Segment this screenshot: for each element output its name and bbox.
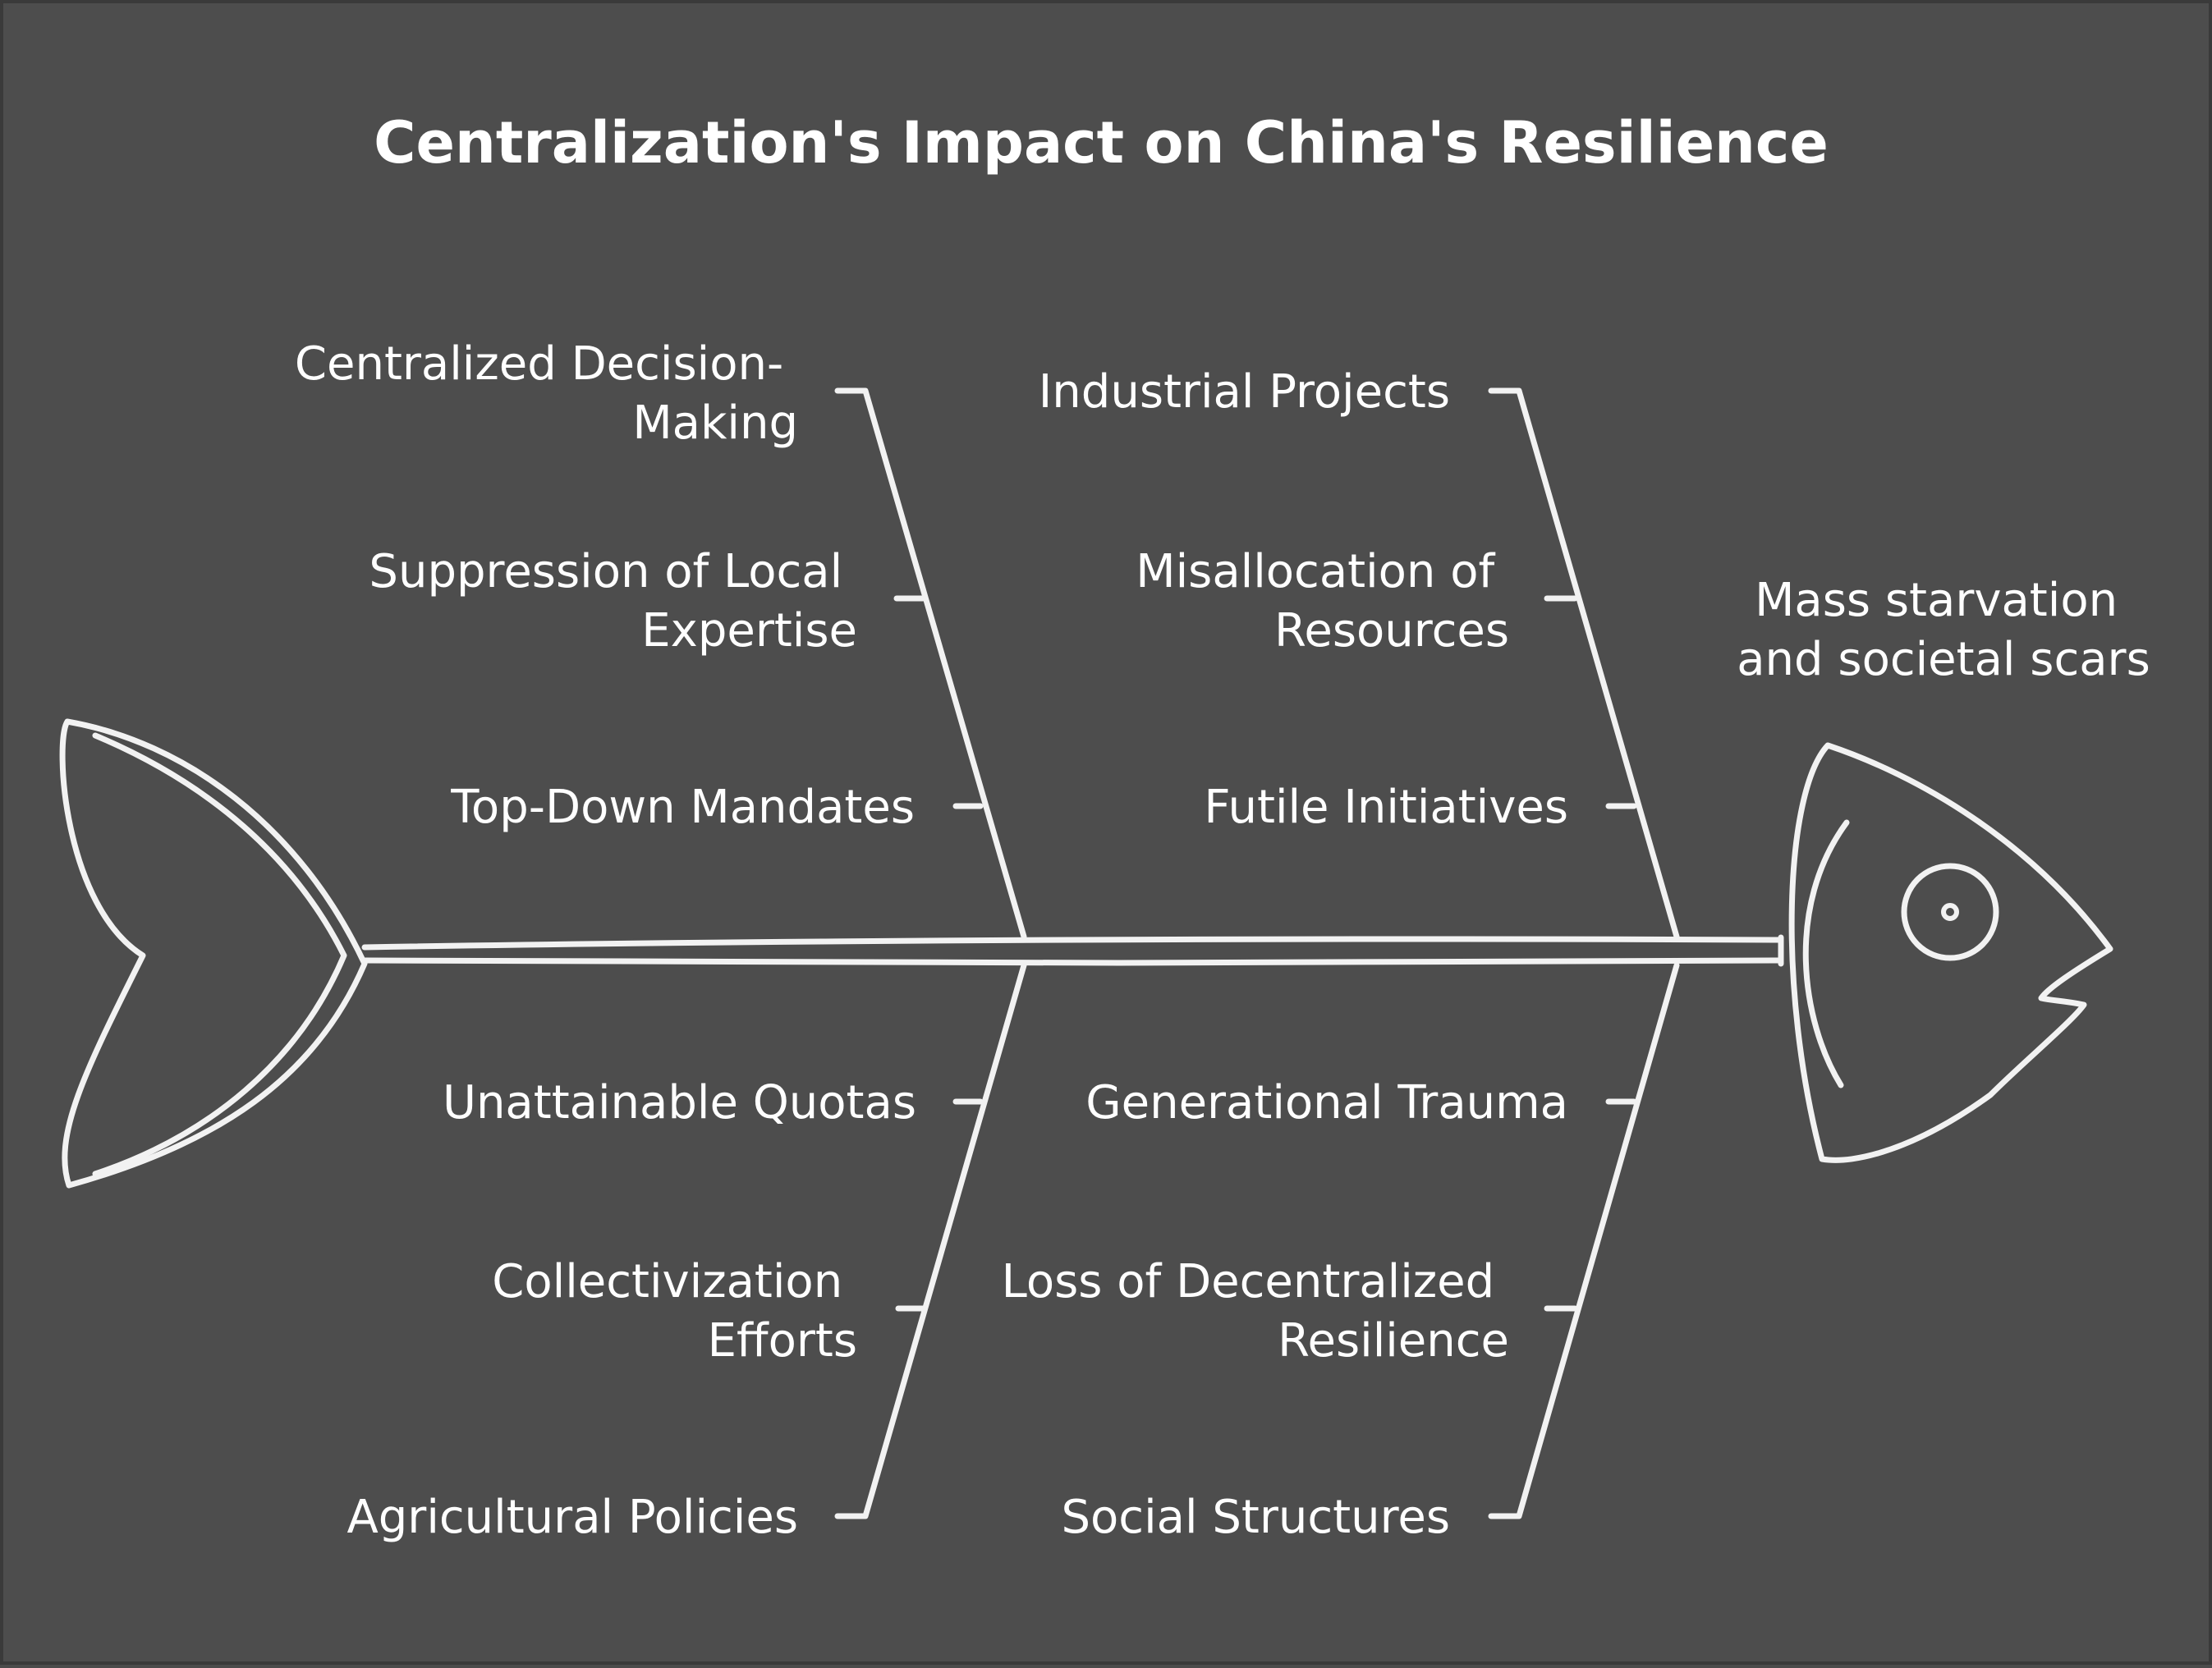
bone-lower-right [1488,962,1680,1519]
cause-label-decentralized: Loss of Decentralized Resilience [1002,1255,1509,1368]
fish-head-icon [1788,742,2113,1163]
fish-spine [361,934,1784,967]
effect-label: Mass starvation and societal scars [1737,574,2150,686]
cause-label-top-down: Top-Down Mandates [450,781,915,834]
cause-label-trauma: Generational Trauma [1085,1076,1568,1130]
cause-label-futile: Futile Initiatives [1204,781,1568,834]
cause-label-quotas: Unattainable Quotas [443,1076,916,1130]
bone-upper-left [834,387,1027,940]
bone-lower-left [834,962,1027,1519]
category-label-upper-right: Industrial Projects [1039,365,1450,419]
diagram-title: Centralization's Impact on China's Resil… [374,109,1829,176]
cause-label-suppression: Suppression of Local Expertise [369,545,857,658]
category-label-lower-right: Social Structures [1061,1491,1450,1544]
category-label-lower-left: Agricultural Policies [346,1491,798,1544]
fishbone-diagram: Centralization's Impact on China's Resil… [59,109,2150,1544]
fish-tail-icon [59,718,368,1189]
fish-eye-icon [1901,863,1999,961]
cause-label-misallocation: Misallocation of Resources [1136,545,1509,658]
bone-upper-right [1488,387,1680,940]
category-label-upper-left: Centralized Decision- Making [295,337,798,450]
cause-label-collectivization: Collectivization Efforts [492,1255,857,1368]
